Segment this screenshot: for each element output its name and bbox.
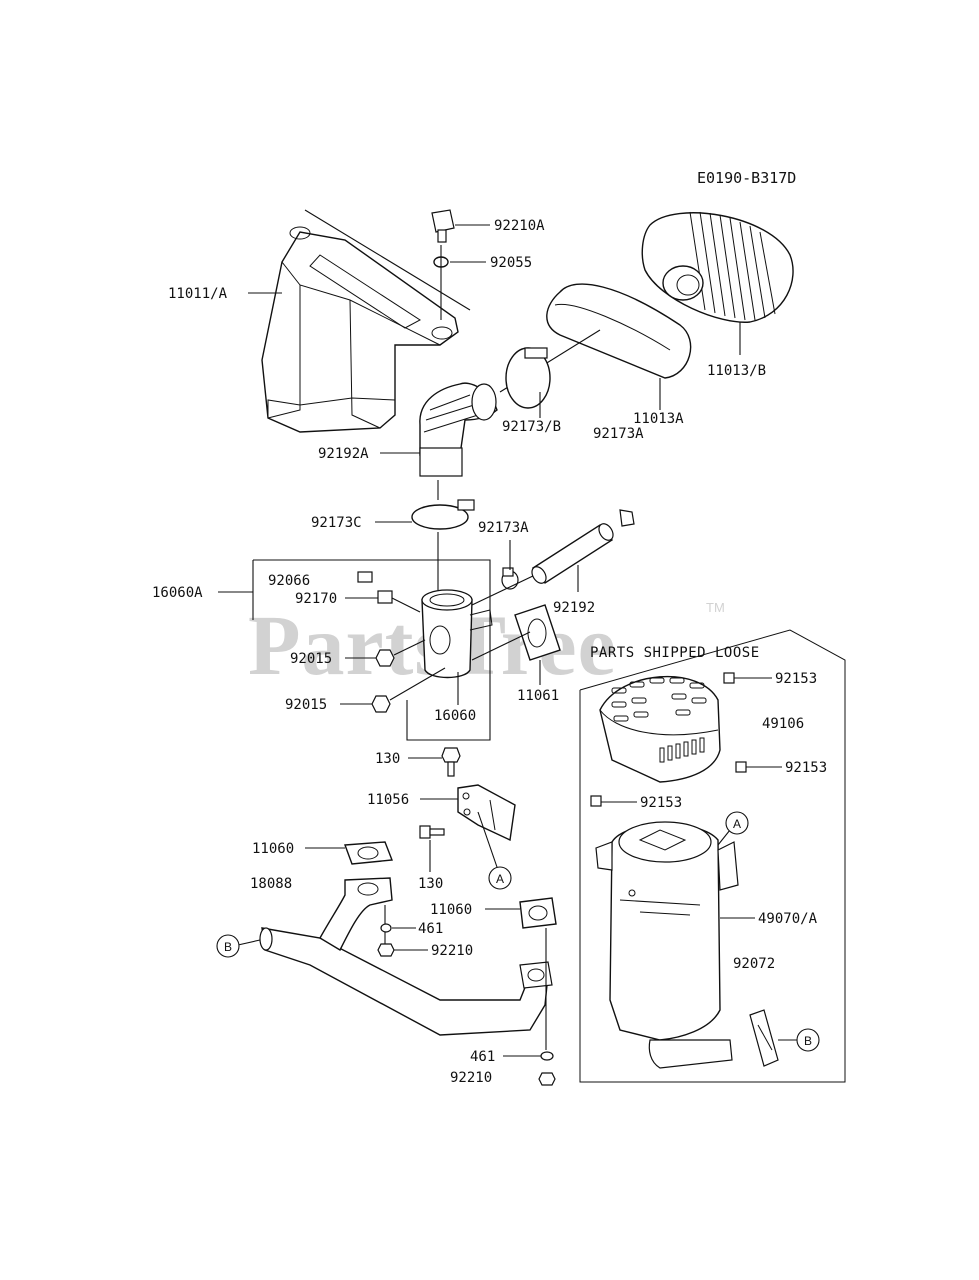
muffler-cover-49106[interactable]: [599, 675, 721, 783]
label-49106: 49106: [762, 716, 804, 732]
label-92170: 92170: [295, 591, 337, 607]
leader-gasket-axis: [471, 631, 531, 661]
loose-parts-title: PARTS SHIPPED LOOSE: [590, 645, 760, 661]
label-11060-left: 11060: [252, 841, 294, 857]
label-16060: 16060: [434, 708, 476, 724]
nut-92015-upper[interactable]: [375, 649, 395, 667]
loose-parts-box: [579, 629, 846, 1083]
label-18088: 18088: [250, 876, 292, 892]
label-16060a: 16060A: [152, 585, 203, 601]
callout-b-clamp: [796, 1028, 820, 1052]
nut-92210-upper[interactable]: [377, 943, 395, 957]
filter-pleats: [689, 211, 776, 321]
fuel-hose-92192[interactable]: [529, 509, 635, 586]
label-92210-bottom: 92210: [450, 1070, 492, 1086]
label-92153-a: 92153: [775, 671, 817, 687]
hose-clamp-92173a[interactable]: [501, 567, 519, 590]
label-92153-b: 92153: [785, 760, 827, 776]
washer-461-lower[interactable]: [540, 1051, 554, 1061]
pre-cleaner-11013a[interactable]: [546, 283, 692, 379]
label-92210a: 92210A: [494, 218, 545, 234]
nut-92210-lower[interactable]: [538, 1072, 556, 1086]
leader-pipe-b: [237, 939, 261, 946]
label-92173c: 92173C: [311, 515, 362, 531]
screw-92153-left[interactable]: [590, 795, 602, 807]
gasket-11061[interactable]: [514, 604, 561, 661]
pin-92066[interactable]: [357, 571, 373, 583]
label-11061: 11061: [517, 688, 559, 704]
watermark-trademark: TM: [706, 600, 725, 615]
bolt-130-lower[interactable]: [419, 825, 445, 839]
label-130-top: 130: [375, 751, 400, 767]
label-92015-b: 92015: [285, 697, 327, 713]
bracket-11056[interactable]: [457, 784, 516, 842]
label-92072: 92072: [733, 956, 775, 972]
leader-housing-top: [304, 209, 471, 311]
callout-b-pipe: [216, 934, 240, 958]
hose-clamp-92173c[interactable]: [411, 499, 475, 530]
label-92192a: 92192A: [318, 446, 369, 462]
label-92210-top: 92210: [431, 943, 473, 959]
nut-92015-lower[interactable]: [371, 695, 391, 713]
muffler-49070a[interactable]: [595, 821, 739, 1069]
label-92015-a: 92015: [290, 651, 332, 667]
screw-92153-top[interactable]: [723, 672, 735, 684]
label-461-top: 461: [418, 921, 443, 937]
label-92153-c: 92153: [640, 795, 682, 811]
label-92173a-mid: 92173A: [478, 520, 529, 536]
bolt-130-upper[interactable]: [441, 747, 461, 777]
elbow-hose-92192a[interactable]: [419, 382, 498, 477]
callout-b-pipe-text: B: [224, 940, 232, 954]
label-130-bottom: 130: [418, 876, 443, 892]
screw-92153-right[interactable]: [735, 761, 747, 773]
label-11011a: 11011/A: [168, 286, 228, 302]
leader-92015-b-axis: [389, 667, 446, 701]
air-filter-element-11013b[interactable]: [641, 211, 794, 323]
wing-bolt-92210a[interactable]: [431, 209, 455, 243]
label-11056: 11056: [367, 792, 409, 808]
clamp-92072[interactable]: [749, 1009, 779, 1067]
callout-b-clamp-text: B: [804, 1034, 812, 1048]
label-92173a-top: 92173A: [593, 426, 644, 442]
carburetor-body-16060[interactable]: [421, 589, 493, 679]
label-461-bottom: 461: [470, 1049, 495, 1065]
callout-a-bracket: [488, 866, 512, 890]
label-49070a: 49070/A: [758, 911, 818, 927]
leader-92170-axis: [391, 597, 421, 613]
leader-11056-callout: [477, 811, 499, 871]
gasket-11060-left[interactable]: [344, 841, 393, 865]
cover-vent-slots: [611, 677, 707, 763]
leader-hose-axis: [471, 574, 536, 606]
callout-a-muffler: [725, 811, 749, 835]
leader-92015-a-axis: [393, 639, 426, 656]
washer-461-upper[interactable]: [380, 923, 392, 933]
gasket-11060-right[interactable]: [519, 897, 557, 929]
callout-a-bracket-text: A: [496, 872, 504, 886]
callout-a-muffler-text: A: [733, 817, 741, 831]
label-92055: 92055: [490, 255, 532, 271]
leader-muffler-a: [717, 829, 731, 846]
diagram-code: E0190-B317D: [697, 169, 796, 187]
hose-clamp-92173b[interactable]: [505, 347, 551, 409]
label-92173b: 92173/B: [502, 419, 561, 435]
label-92192: 92192: [553, 600, 595, 616]
group-bracket-16060a: [253, 559, 491, 741]
fitting-92170[interactable]: [377, 590, 393, 604]
label-11060-right: 11060: [430, 902, 472, 918]
label-11013a: 11013A: [633, 411, 684, 427]
exhaust-pipe-18088[interactable]: [259, 877, 553, 1036]
air-cleaner-housing[interactable]: [261, 226, 459, 433]
label-92066: 92066: [268, 573, 310, 589]
label-11013b: 11013/B: [707, 363, 766, 379]
